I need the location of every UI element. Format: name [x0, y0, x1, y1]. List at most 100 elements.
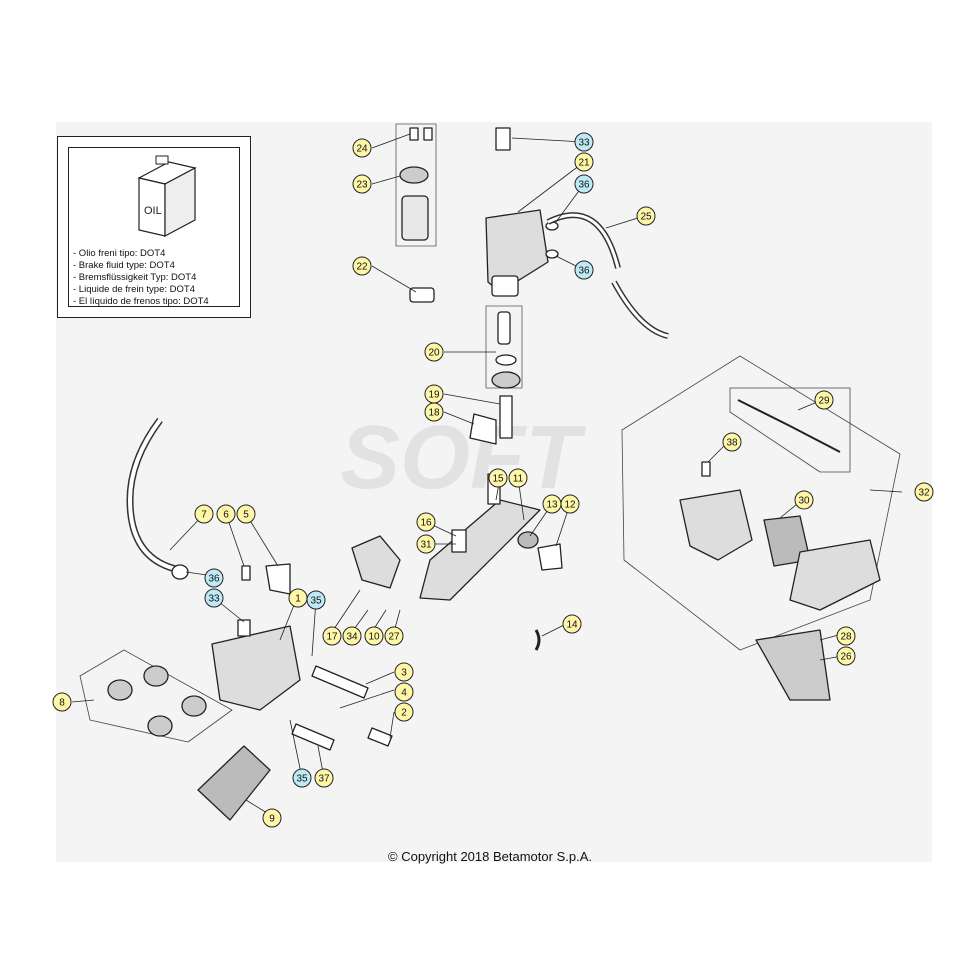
- callout-number: 19: [428, 390, 440, 401]
- return-spring: [534, 629, 541, 651]
- callout-circle: [306, 590, 326, 610]
- callout-circle: [508, 468, 528, 488]
- callout-35: 35: [292, 768, 312, 788]
- callout-7: 7: [194, 504, 214, 524]
- callout-circle: [394, 682, 414, 702]
- callout-circle: [574, 174, 594, 194]
- callout-1: 1: [288, 588, 308, 608]
- callout-20: 20: [424, 342, 444, 362]
- callout-number: 34: [346, 632, 358, 643]
- callout-36: 36: [204, 568, 224, 588]
- callout-16: 16: [416, 512, 436, 532]
- caliper-seal-kit-frame: [79, 649, 233, 743]
- dust-boot: [491, 371, 521, 389]
- callout-number: 15: [492, 474, 504, 485]
- callout-35: 35: [306, 590, 326, 610]
- callout-circle: [364, 626, 384, 646]
- callout-circle: [722, 432, 742, 452]
- screw-2: [367, 727, 393, 747]
- callout-number: 29: [818, 396, 830, 407]
- callout-circle: [394, 702, 414, 722]
- callout-number: 26: [840, 652, 852, 663]
- disc-guard: [755, 629, 831, 701]
- banjo-bolt-top: [495, 127, 511, 151]
- legend-frame: OIL - Olio freni tipo: DOT4 - Brake flui…: [68, 147, 240, 307]
- callout-number: 7: [201, 510, 207, 521]
- bleed-screw: [237, 619, 251, 637]
- push-rod: [499, 395, 513, 439]
- front-pads: [197, 745, 271, 821]
- callout-number: 9: [269, 814, 275, 825]
- callout-circle: [794, 490, 814, 510]
- callout-19: 19: [424, 384, 444, 404]
- callout-circle: [914, 482, 934, 502]
- callout-number: 1: [295, 594, 301, 605]
- callout-number: 37: [318, 774, 330, 785]
- caliper-pin-kit: [737, 399, 841, 453]
- callout-circle: [562, 614, 582, 634]
- callout-6: 6: [216, 504, 236, 524]
- callout-13: 13: [542, 494, 562, 514]
- callout-number: 11: [513, 474, 524, 485]
- callout-31: 31: [416, 534, 436, 554]
- rear-caliper-group-frame: [621, 355, 901, 651]
- callout-5: 5: [236, 504, 256, 524]
- caliper-bracket: [789, 539, 881, 611]
- piston-b: [143, 665, 169, 687]
- piston-c: [147, 715, 173, 737]
- callout-circle: [236, 504, 256, 524]
- brake-fluid-legend: OIL - Olio freni tipo: DOT4 - Brake flui…: [57, 136, 251, 318]
- callout-number: 18: [428, 408, 440, 419]
- callout-number: 35: [296, 774, 308, 785]
- callout-9: 9: [262, 808, 282, 828]
- callout-circle: [204, 588, 224, 608]
- reservoir: [401, 195, 429, 241]
- callout-number: 6: [223, 510, 229, 521]
- callout-number: 23: [356, 180, 368, 191]
- callout-number: 27: [388, 632, 400, 643]
- callout-26: 26: [836, 646, 856, 666]
- brake-hose-lower-inner: [612, 281, 669, 338]
- callout-circle: [416, 512, 436, 532]
- callout-8: 8: [52, 692, 72, 712]
- callout-circle: [394, 662, 414, 682]
- bushing-13: [517, 531, 539, 549]
- callout-number: 38: [726, 438, 738, 449]
- callout-15: 15: [488, 468, 508, 488]
- callout-circle: [416, 534, 436, 554]
- master-cylinder-body: [485, 209, 549, 293]
- callout-circle: [352, 138, 372, 158]
- front-hose-inner: [128, 418, 181, 572]
- callout-circle: [424, 384, 444, 404]
- oil-can-icon: OIL: [137, 155, 197, 237]
- callout-number: 30: [798, 496, 810, 507]
- callout-18: 18: [424, 402, 444, 422]
- callout-circle: [352, 174, 372, 194]
- piston-d: [181, 695, 207, 717]
- callout-33: 33: [574, 132, 594, 152]
- callout-3: 3: [394, 662, 414, 682]
- master-cylinder-port: [491, 275, 519, 297]
- callout-11: 11: [508, 468, 528, 488]
- callout-circle: [322, 626, 342, 646]
- callout-24: 24: [352, 138, 372, 158]
- callout-number: 16: [420, 518, 432, 529]
- callout-number: 31: [420, 540, 432, 551]
- spring-clip-5: [265, 563, 291, 595]
- callout-32: 32: [914, 482, 934, 502]
- callout-number: 14: [566, 620, 578, 631]
- cap-screw: [409, 127, 419, 141]
- callout-circle: [352, 256, 372, 276]
- callout-34: 34: [342, 626, 362, 646]
- callout-number: 33: [578, 138, 590, 149]
- callout-number: 8: [59, 698, 65, 709]
- callout-number: 33: [208, 594, 220, 605]
- callout-number: 12: [564, 500, 576, 511]
- callout-number: 21: [578, 158, 590, 169]
- callout-28: 28: [836, 626, 856, 646]
- brake-hose-lower: [611, 280, 669, 339]
- callout-number: 13: [546, 500, 558, 511]
- bolt-37: [291, 723, 335, 751]
- callout-number: 36: [578, 180, 590, 191]
- front-caliper: [211, 625, 301, 711]
